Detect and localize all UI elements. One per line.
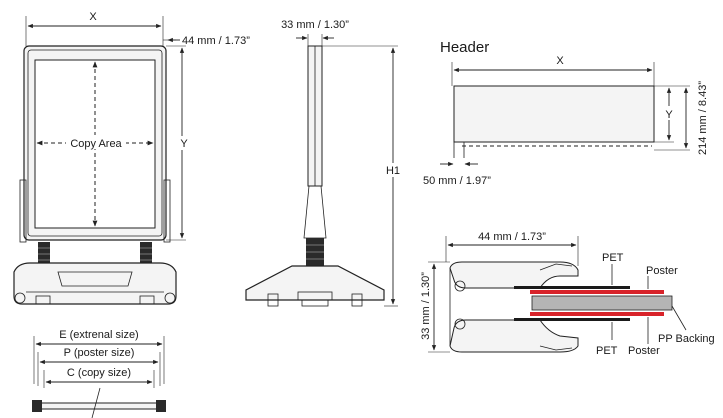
poster-bottom-layer	[530, 312, 664, 316]
side-base	[245, 265, 385, 301]
pet-bottom-label: PET	[596, 345, 618, 357]
profile-height-label: 33 mm / 1.30”	[420, 272, 432, 340]
header-title: Header	[440, 39, 489, 56]
copy-area-label: Copy Area	[70, 138, 122, 150]
pet-top-layer	[514, 286, 630, 289]
header-view: Header X Y 214 mm / 8.43” 50 mm / 1.97”	[423, 39, 709, 187]
copy-size-label: C (copy size)	[67, 367, 131, 379]
bottom-profile-bar	[35, 402, 163, 410]
header-box	[453, 85, 655, 143]
pp-backing-label: PP Backing	[658, 333, 715, 345]
header-width-label: X	[556, 55, 564, 67]
external-size-label: E (extrenal size)	[59, 329, 138, 341]
poster-bottom-label: Poster	[628, 345, 660, 357]
header-depth-label: 50 mm / 1.97”	[423, 175, 491, 187]
front-view: X 44 mm / 1.73” Copy Area Y	[13, 11, 250, 305]
pet-bottom-layer	[514, 318, 630, 321]
bottom-view: E (extrenal size) P (poster size) C (cop…	[32, 329, 166, 418]
profile-lower-clip	[449, 319, 579, 353]
profile-upper-clip	[449, 261, 579, 289]
header-height-label: Y	[665, 109, 673, 121]
header-total-height-label: 214 mm / 8.43”	[697, 81, 709, 155]
front-frame-depth-label: 44 mm / 1.73”	[182, 35, 250, 47]
poster-top-label: Poster	[646, 265, 678, 277]
front-base	[13, 262, 177, 305]
front-springs	[38, 242, 152, 264]
poster-top-layer	[530, 290, 664, 294]
front-width-label: X	[89, 11, 97, 23]
side-view: 33 mm / 1.30” H1	[245, 19, 402, 307]
profile-width-label: 44 mm / 1.73”	[478, 231, 546, 243]
side-height-label: H1	[386, 165, 400, 177]
front-height-label: Y	[180, 138, 188, 150]
profile-section: 44 mm / 1.73” 33 mm / 1.30” PET Poster P…	[420, 231, 715, 357]
pp-backing-layer	[531, 295, 673, 311]
poster-size-label: P (poster size)	[64, 347, 135, 359]
side-thickness-label: 33 mm / 1.30”	[281, 19, 349, 31]
pet-top-label: PET	[602, 252, 624, 264]
